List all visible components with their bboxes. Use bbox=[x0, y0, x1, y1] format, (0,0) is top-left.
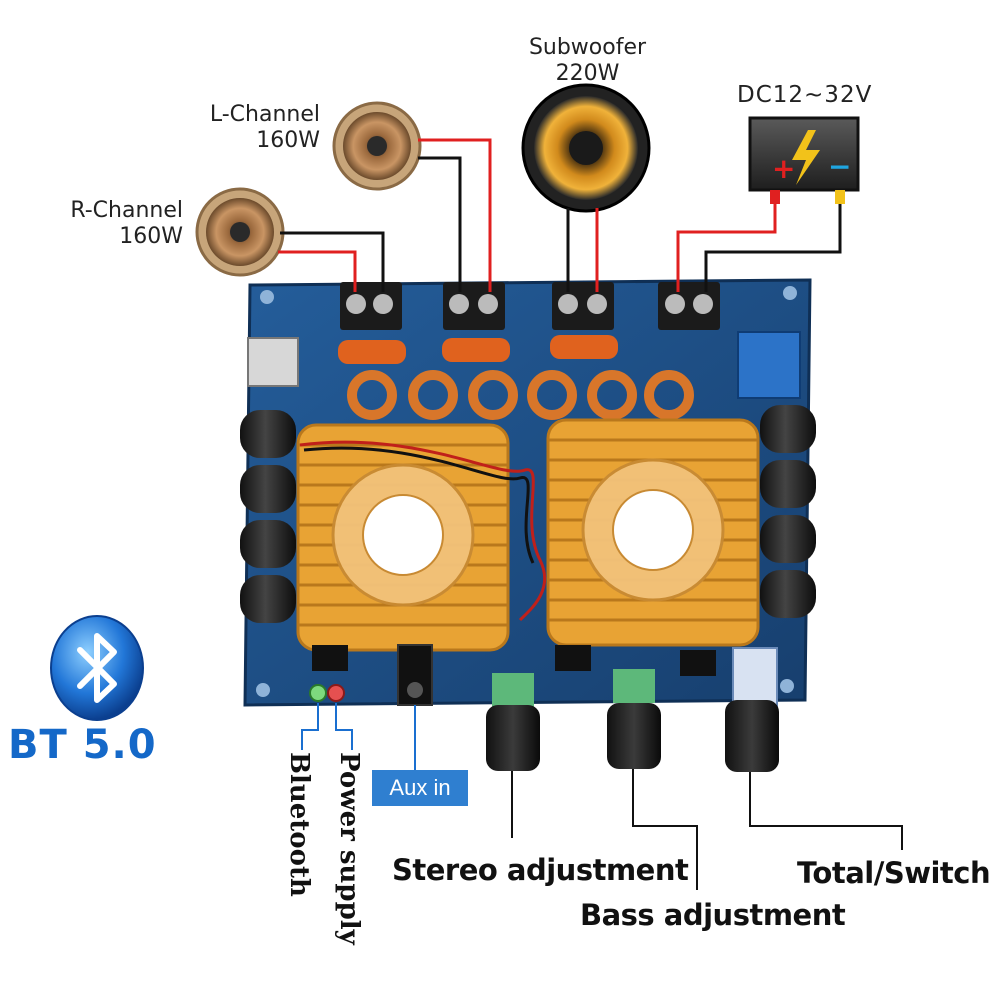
left-capacitors bbox=[240, 410, 296, 623]
speaker-terminals bbox=[340, 282, 720, 330]
r-channel-power: 160W bbox=[119, 224, 183, 249]
wires bbox=[278, 138, 842, 292]
right-heatsink bbox=[546, 418, 760, 647]
bluetooth-logo-icon bbox=[50, 615, 144, 721]
switch-knob-icon[interactable] bbox=[725, 700, 779, 772]
l-channel-title: L-Channel bbox=[209, 102, 320, 127]
stereo-pot-base bbox=[492, 673, 534, 707]
stereo-adjustment-label: Stereo adjustment bbox=[392, 853, 689, 887]
bass-adjustment-label: Bass adjustment bbox=[580, 898, 846, 932]
r-channel-label: R-Channel 160W bbox=[40, 198, 183, 250]
subwoofer-title: Subwoofer bbox=[528, 35, 647, 60]
ic-chip bbox=[312, 645, 348, 671]
l-channel-label: L-Channel 160W bbox=[180, 102, 320, 154]
subwoofer-power: 220W bbox=[555, 61, 620, 86]
film-capacitors bbox=[338, 335, 618, 364]
power-led bbox=[327, 684, 345, 702]
bt-version-badge: BT 5.0 bbox=[8, 722, 157, 768]
r-channel-speaker-icon bbox=[195, 187, 285, 277]
leader-lines bbox=[301, 703, 903, 890]
aux-in-badge: Aux in bbox=[372, 770, 468, 806]
l-channel-speaker-icon bbox=[332, 101, 422, 191]
relay bbox=[737, 331, 801, 399]
dc-voltage-label: DC12~32V bbox=[737, 82, 873, 108]
ic-chip bbox=[555, 645, 591, 671]
power-supply-label: Power supply bbox=[334, 752, 364, 945]
right-capacitors bbox=[760, 405, 816, 618]
bass-pot-base bbox=[613, 669, 655, 703]
total-switch-label: Total/Switch bbox=[797, 856, 991, 890]
regulator-chip bbox=[247, 337, 299, 387]
dc-power-source-icon: + − bbox=[748, 116, 860, 204]
l-channel-power: 160W bbox=[256, 128, 320, 153]
subwoofer-label: Subwoofer 220W bbox=[500, 35, 675, 87]
bluetooth-label: Bluetooth bbox=[284, 752, 314, 897]
left-heatsink bbox=[296, 423, 510, 652]
bass-knob-icon[interactable] bbox=[607, 703, 661, 769]
stereo-knob-icon[interactable] bbox=[486, 705, 540, 771]
bluetooth-led bbox=[309, 684, 327, 702]
switch-pot-base bbox=[732, 647, 778, 707]
ic-chip bbox=[680, 650, 716, 676]
r-channel-title: R-Channel bbox=[70, 198, 183, 223]
inductor-coils bbox=[347, 370, 694, 420]
svg-text:−: − bbox=[828, 150, 851, 183]
svg-text:+: + bbox=[772, 152, 795, 185]
subwoofer-speaker-icon bbox=[521, 83, 651, 213]
